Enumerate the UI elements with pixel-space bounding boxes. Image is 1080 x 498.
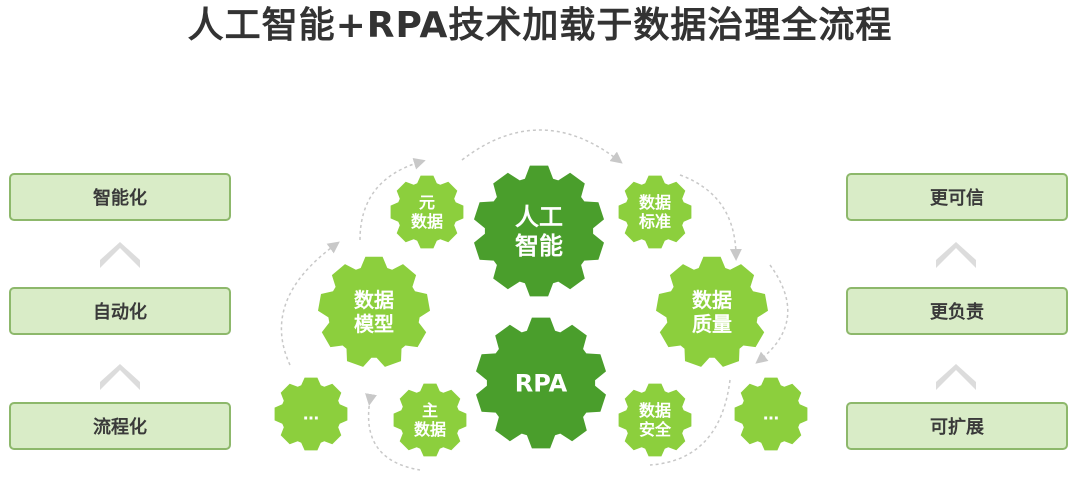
gear-shape — [618, 383, 692, 457]
gear-label: 数据 — [639, 401, 671, 420]
gear-shape — [474, 165, 604, 297]
gear-label: 数据 — [354, 288, 394, 312]
gear-rpa: RPA — [476, 317, 606, 449]
right-box-scalable: 可扩展 — [846, 402, 1068, 450]
page-title: 人工智能+RPA技术加载于数据治理全流程 — [187, 5, 893, 46]
gear-label: 数据 — [411, 212, 443, 231]
gear-shape — [390, 175, 464, 249]
gear-label: 数据 — [692, 288, 732, 312]
gear-shape — [318, 256, 430, 367]
left-box-intelligent: 智能化 — [9, 173, 231, 221]
gear-shape — [656, 256, 768, 367]
gear-label: 人工 — [515, 203, 563, 231]
gear-label: 数据 — [639, 193, 671, 212]
chevron-up-icon — [936, 242, 976, 268]
gear-shape — [274, 377, 348, 451]
cycle-arrows — [280, 129, 789, 471]
gear-label: 质量 — [692, 312, 732, 336]
gear-more-left: … — [274, 377, 348, 451]
left-box-automated: 自动化 — [9, 287, 231, 335]
gear-shape — [393, 383, 467, 457]
gear-label: 元 — [419, 193, 435, 212]
gear-label: RPA — [515, 369, 568, 397]
left-box-process: 流程化 — [9, 402, 231, 450]
gear-shape — [476, 317, 606, 449]
gear-label: … — [763, 405, 779, 424]
chevron-up-icon — [100, 364, 140, 390]
chevron-up-icon — [936, 364, 976, 390]
gear-label: 智能 — [515, 232, 563, 260]
right-box-trustworthy: 更可信 — [846, 173, 1068, 221]
gear-label: 安全 — [639, 420, 672, 439]
gear-label: 主 — [422, 401, 438, 420]
gear-label: 模型 — [354, 312, 394, 336]
gear-master: 主数据 — [393, 383, 467, 457]
gear-shape — [618, 175, 692, 249]
right-box-responsible: 更负责 — [846, 287, 1068, 335]
gear-label: 标准 — [638, 212, 671, 231]
chevron-up-icon — [100, 242, 140, 268]
gear-shape — [734, 377, 808, 451]
gear-meta: 元数据 — [390, 175, 464, 249]
gear-more-right: … — [734, 377, 808, 451]
gear-label: … — [303, 405, 319, 424]
gear-label: 数据 — [414, 420, 446, 439]
gear-ai: 人工智能 — [474, 165, 604, 297]
